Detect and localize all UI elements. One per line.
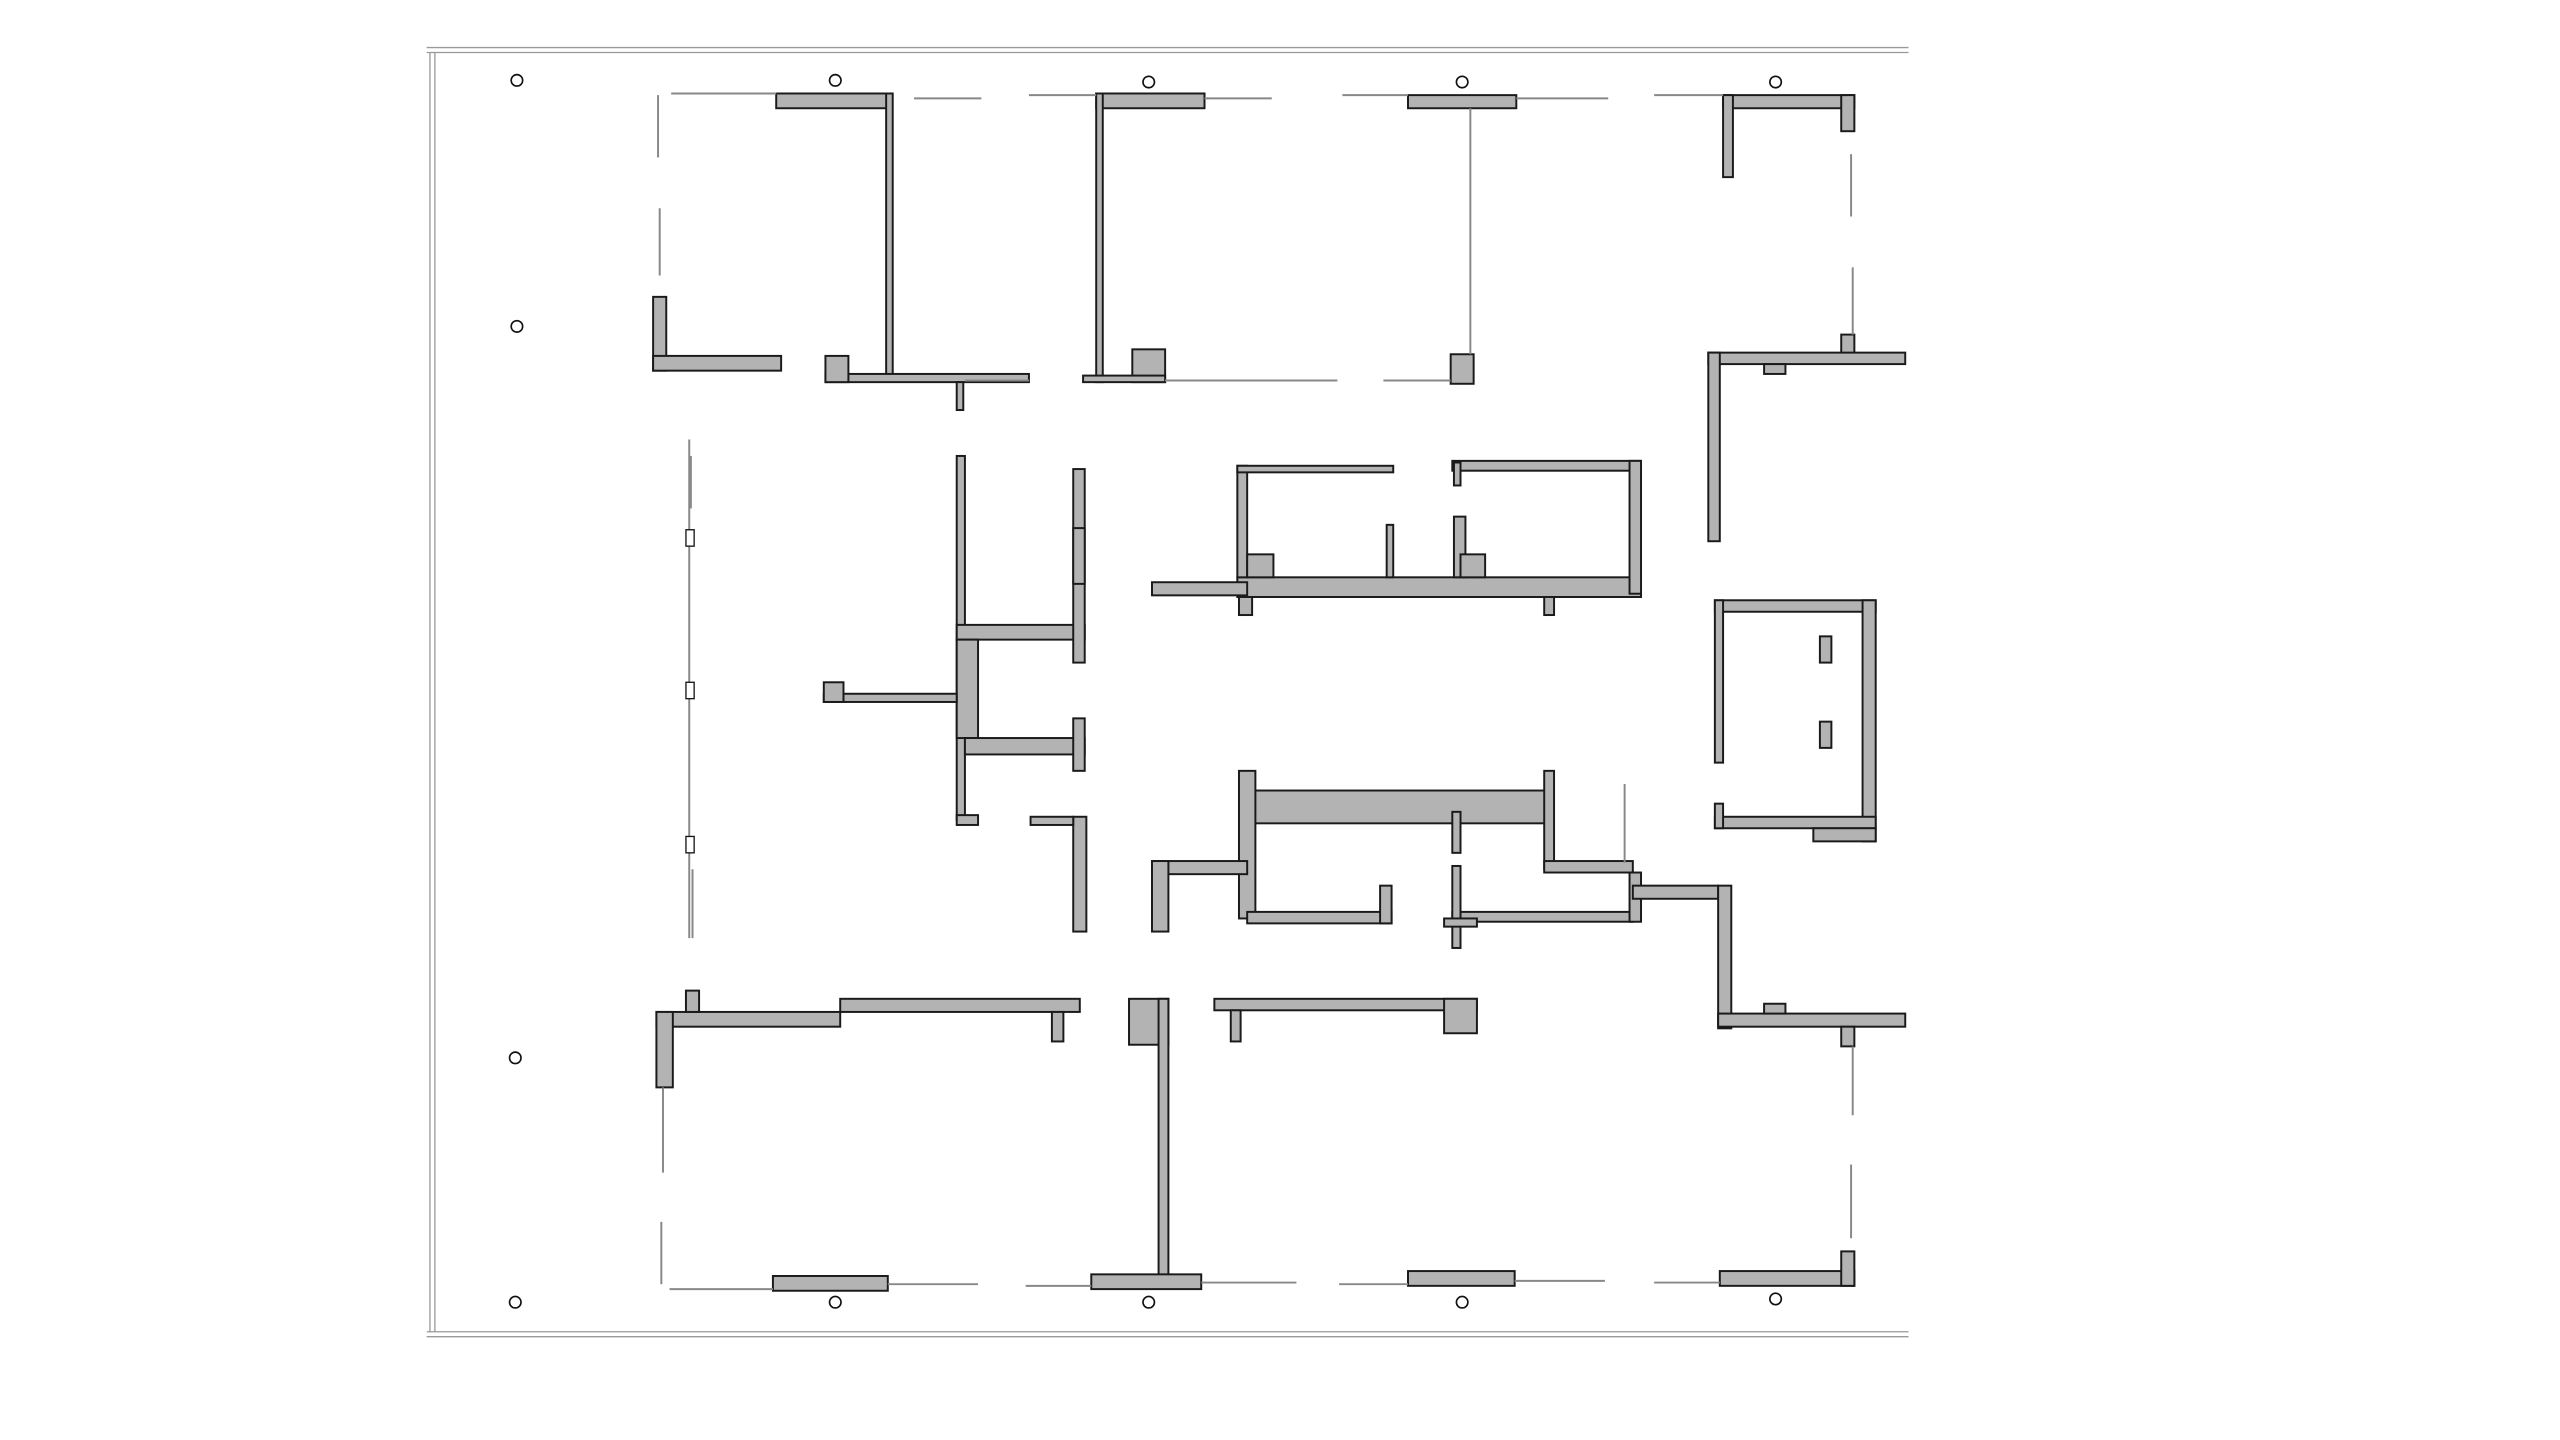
wall-segment [1713,599,1877,613]
wall-segment [1095,92,1206,110]
wall-segment [839,997,1081,1013]
column-marker [828,73,842,87]
wall-segment [1379,884,1393,925]
wall-segment [1246,910,1393,925]
wall-segment [1818,635,1833,664]
wall-segment [1236,464,1249,579]
wall-segment [1861,599,1877,843]
wall-segment [655,1010,674,1089]
column-marker [828,1295,842,1309]
wall-segment [1237,769,1257,920]
wall-segment [1840,1025,1856,1048]
wall-segment [1449,353,1475,385]
wall-segment [771,1275,889,1292]
glazing-lines [657,92,1854,1291]
column-marker [510,73,524,87]
wall-segment [1717,884,1733,1030]
wall-segment [955,814,980,826]
walls [652,92,1907,1292]
wall-segment [955,381,965,412]
column-marker [510,319,524,333]
column-marker [1769,75,1783,89]
wall-segment [1722,94,1856,110]
window-mullion [685,529,695,547]
wall-segment [1707,351,1907,366]
wall-segment [1451,810,1462,854]
window-mullion [685,835,695,854]
wall-segment [1543,769,1556,871]
wall-segment [1095,92,1104,384]
wall-segment [1157,997,1170,1281]
wall-segment [1452,461,1462,487]
wall-segment [824,354,850,384]
wall-segment [1713,599,1725,764]
wall-segment [1543,596,1556,617]
wall-segment [1050,1010,1065,1043]
wall-segment [1840,1250,1856,1287]
wall-segment [1722,94,1734,179]
wall-segment [1236,464,1395,474]
wall-segment [1385,523,1395,579]
wall-segment [1246,789,1554,825]
wall-segment [1213,997,1478,1012]
wall-segment [1236,576,1643,598]
wall-segment [1072,717,1086,772]
wall-segment [822,681,845,703]
drawing-frame [426,46,1909,1338]
wall-segment [1072,815,1088,933]
wall-segment [1407,1270,1516,1287]
structural-columns [508,73,1783,1309]
wall-segment [1407,94,1518,110]
wall-segment [1713,815,1877,830]
wall-segment [1443,997,1478,1035]
wall-segment [1707,351,1721,543]
column-marker [1455,75,1469,89]
window-mullion [685,681,695,700]
column-marker [1142,75,1156,89]
wall-segment [963,737,1086,756]
wall-segment [775,92,891,110]
column-marker [1455,1295,1469,1309]
column-marker [508,1051,522,1065]
wall-segment [1237,596,1254,617]
wall-segment [1628,459,1643,595]
wall-segment [1763,1002,1787,1015]
wall-segment [1818,720,1833,749]
column-marker [508,1295,522,1309]
wall-segment [1082,374,1167,384]
wall-segment [652,354,783,372]
wall-segment [1451,910,1634,923]
wall-segment [1451,864,1462,949]
wall-segment [1459,553,1487,579]
column-marker [1769,1292,1783,1306]
wall-segment [1631,884,1720,900]
wall-segment [684,989,701,1013]
column-marker [1142,1295,1156,1309]
wall-segment [885,92,894,382]
wall-segment [1718,1270,1856,1287]
wall-segment [955,638,980,740]
wall-segment [1090,1273,1203,1291]
wall-segment [1151,581,1249,597]
wall-segment [1246,553,1275,579]
wall-segment [1029,815,1075,826]
wall-segment [955,623,1086,641]
wall-segment [655,1010,842,1028]
wall-segment [1543,860,1634,874]
wall-segment [1072,527,1086,585]
wall-segment [1151,860,1170,933]
wall-segment [1713,802,1725,830]
wall-segment [1451,459,1643,472]
wall-segment [1443,917,1478,928]
wall-segment [1229,1009,1242,1043]
wall-segment [1763,363,1787,375]
wall-segment [1812,827,1877,843]
wall-segment [1717,1012,1907,1028]
wall-segment [1840,94,1856,133]
